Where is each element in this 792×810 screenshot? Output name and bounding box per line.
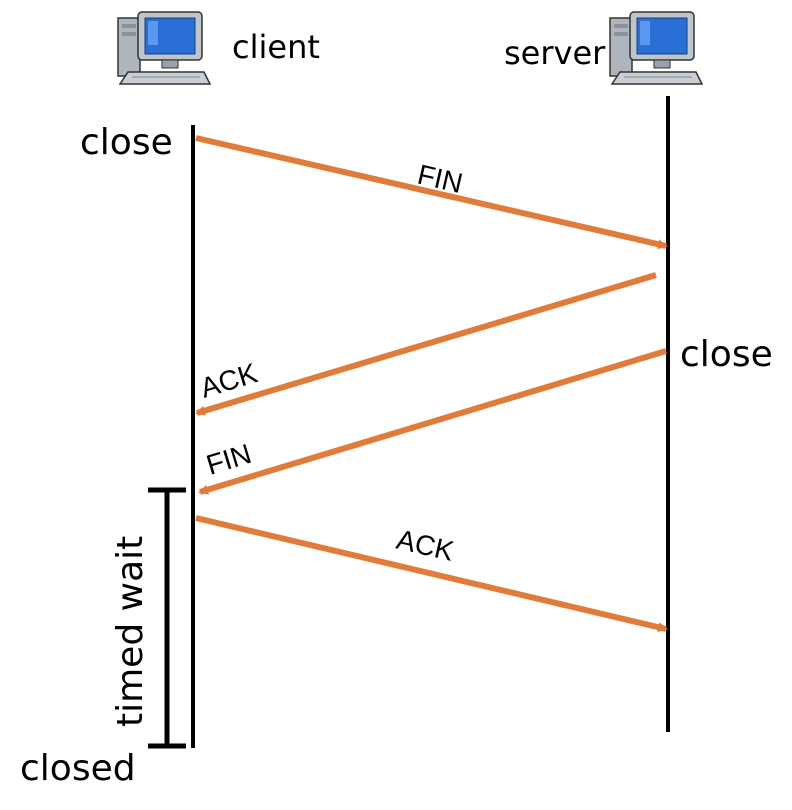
client-closed-label: closed xyxy=(20,748,136,789)
message-arrow-ack-1 xyxy=(195,272,657,416)
server-label: server xyxy=(504,34,606,72)
message-arrow-fin-1 xyxy=(195,135,668,250)
message-arrow-fin-2 xyxy=(198,348,667,495)
timed-wait-label: timed wait xyxy=(110,536,151,727)
message-arrow-ack-2 xyxy=(195,515,668,633)
message-label-fin-2: FIN xyxy=(203,438,255,481)
server-computer-icon xyxy=(609,11,703,85)
server-close-label: close xyxy=(680,334,773,375)
client-computer-icon xyxy=(117,11,211,85)
client-close-label: close xyxy=(80,122,173,163)
client-label: client xyxy=(232,28,320,66)
message-label-ack-2: ACK xyxy=(394,524,457,567)
timed-wait-bracket xyxy=(148,487,186,749)
